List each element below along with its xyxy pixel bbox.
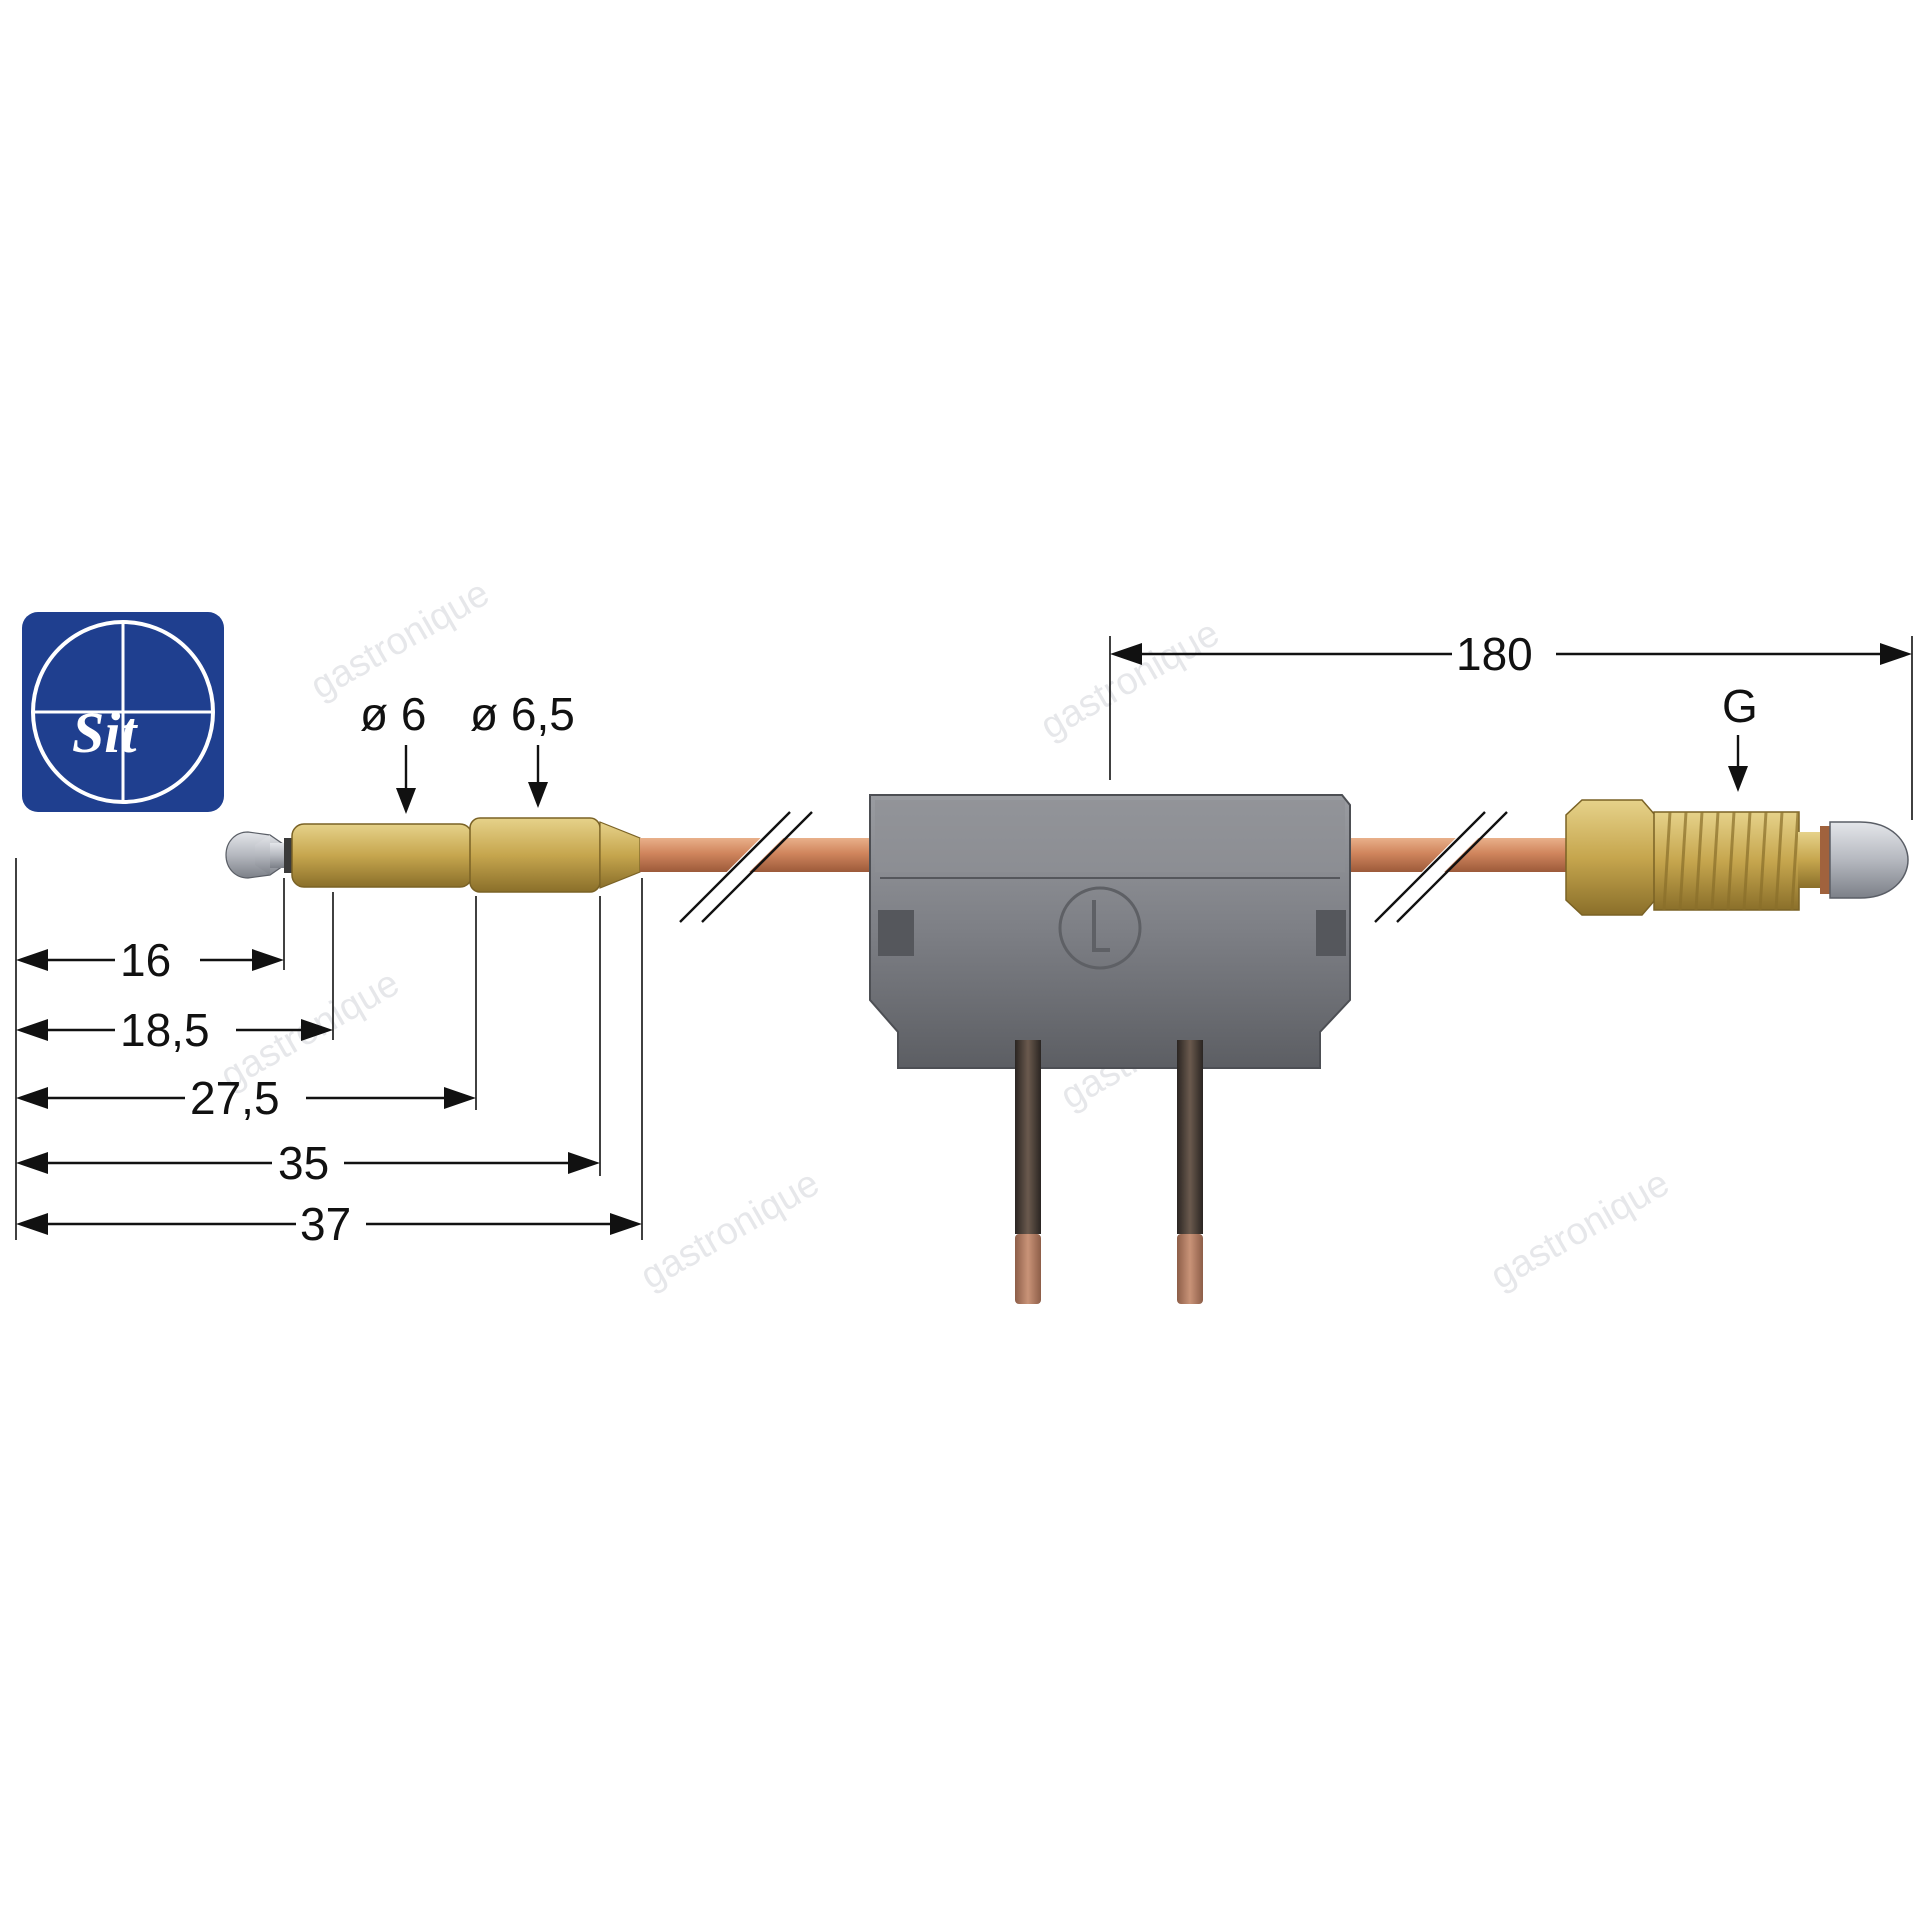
dimension-27-5: 27,5 [16, 1072, 476, 1124]
dimension-label: 180 [1456, 628, 1533, 680]
thread-body [1653, 811, 1800, 911]
hex-nut [1565, 799, 1656, 916]
pin-left-tip [1015, 1234, 1041, 1304]
pin-left [1015, 1040, 1041, 1234]
probe-stem [270, 843, 284, 868]
dimension-label: 16 [120, 934, 171, 986]
connector-notch-left [878, 910, 914, 956]
fitting-neck [1798, 832, 1820, 888]
thermocouple-probe [225, 817, 641, 893]
diameter-annotation-2: ø 6,5 [470, 688, 575, 808]
connector-emblem [1058, 886, 1142, 970]
dimension-16: 16 [16, 934, 284, 986]
threaded-fitting [1565, 799, 1909, 916]
dimension-35: 35 [16, 1137, 600, 1189]
diameter-annotation-1: ø 6 [360, 688, 426, 814]
interrupter-connector [869, 794, 1351, 1069]
sit-logo: Sit [22, 612, 224, 812]
thread-annotation: G [1722, 680, 1758, 792]
watermark-text: gastronique [1484, 1162, 1677, 1298]
probe-taper [255, 835, 270, 875]
extension-lines-left [15, 858, 643, 1240]
thread-label: G [1722, 680, 1758, 732]
fitting-cap [1829, 821, 1909, 899]
pin-right-tip [1177, 1234, 1203, 1304]
break-mark-right [1374, 804, 1508, 926]
connector-top [875, 800, 1345, 872]
watermark-text: gastronique [1034, 612, 1227, 748]
brass-end [599, 821, 641, 889]
brass-sleeve-1 [291, 823, 473, 888]
diameter-label: ø 6 [360, 688, 426, 740]
dimension-label: 37 [300, 1198, 351, 1250]
fitting-washer [1820, 826, 1830, 894]
dimension-18-5: 18,5 [16, 1004, 333, 1056]
break-mark-left [679, 804, 813, 926]
dimension-label: 27,5 [190, 1072, 280, 1124]
brass-sleeve-2 [469, 817, 601, 893]
dimension-37: 37 [16, 1198, 642, 1250]
dimension-180: 180 [1109, 628, 1913, 820]
diameter-label: ø 6,5 [470, 688, 575, 740]
watermark-text: gastronique [634, 1162, 827, 1298]
dimension-label: 35 [278, 1137, 329, 1189]
dimension-label: 18,5 [120, 1004, 210, 1056]
pin-right [1177, 1040, 1203, 1234]
connector-notch-right [1316, 910, 1346, 956]
probe-collar [284, 838, 294, 873]
logo-text: Sit [72, 700, 138, 765]
connector-pins [1015, 1040, 1203, 1304]
thread-lines [1662, 811, 1800, 911]
